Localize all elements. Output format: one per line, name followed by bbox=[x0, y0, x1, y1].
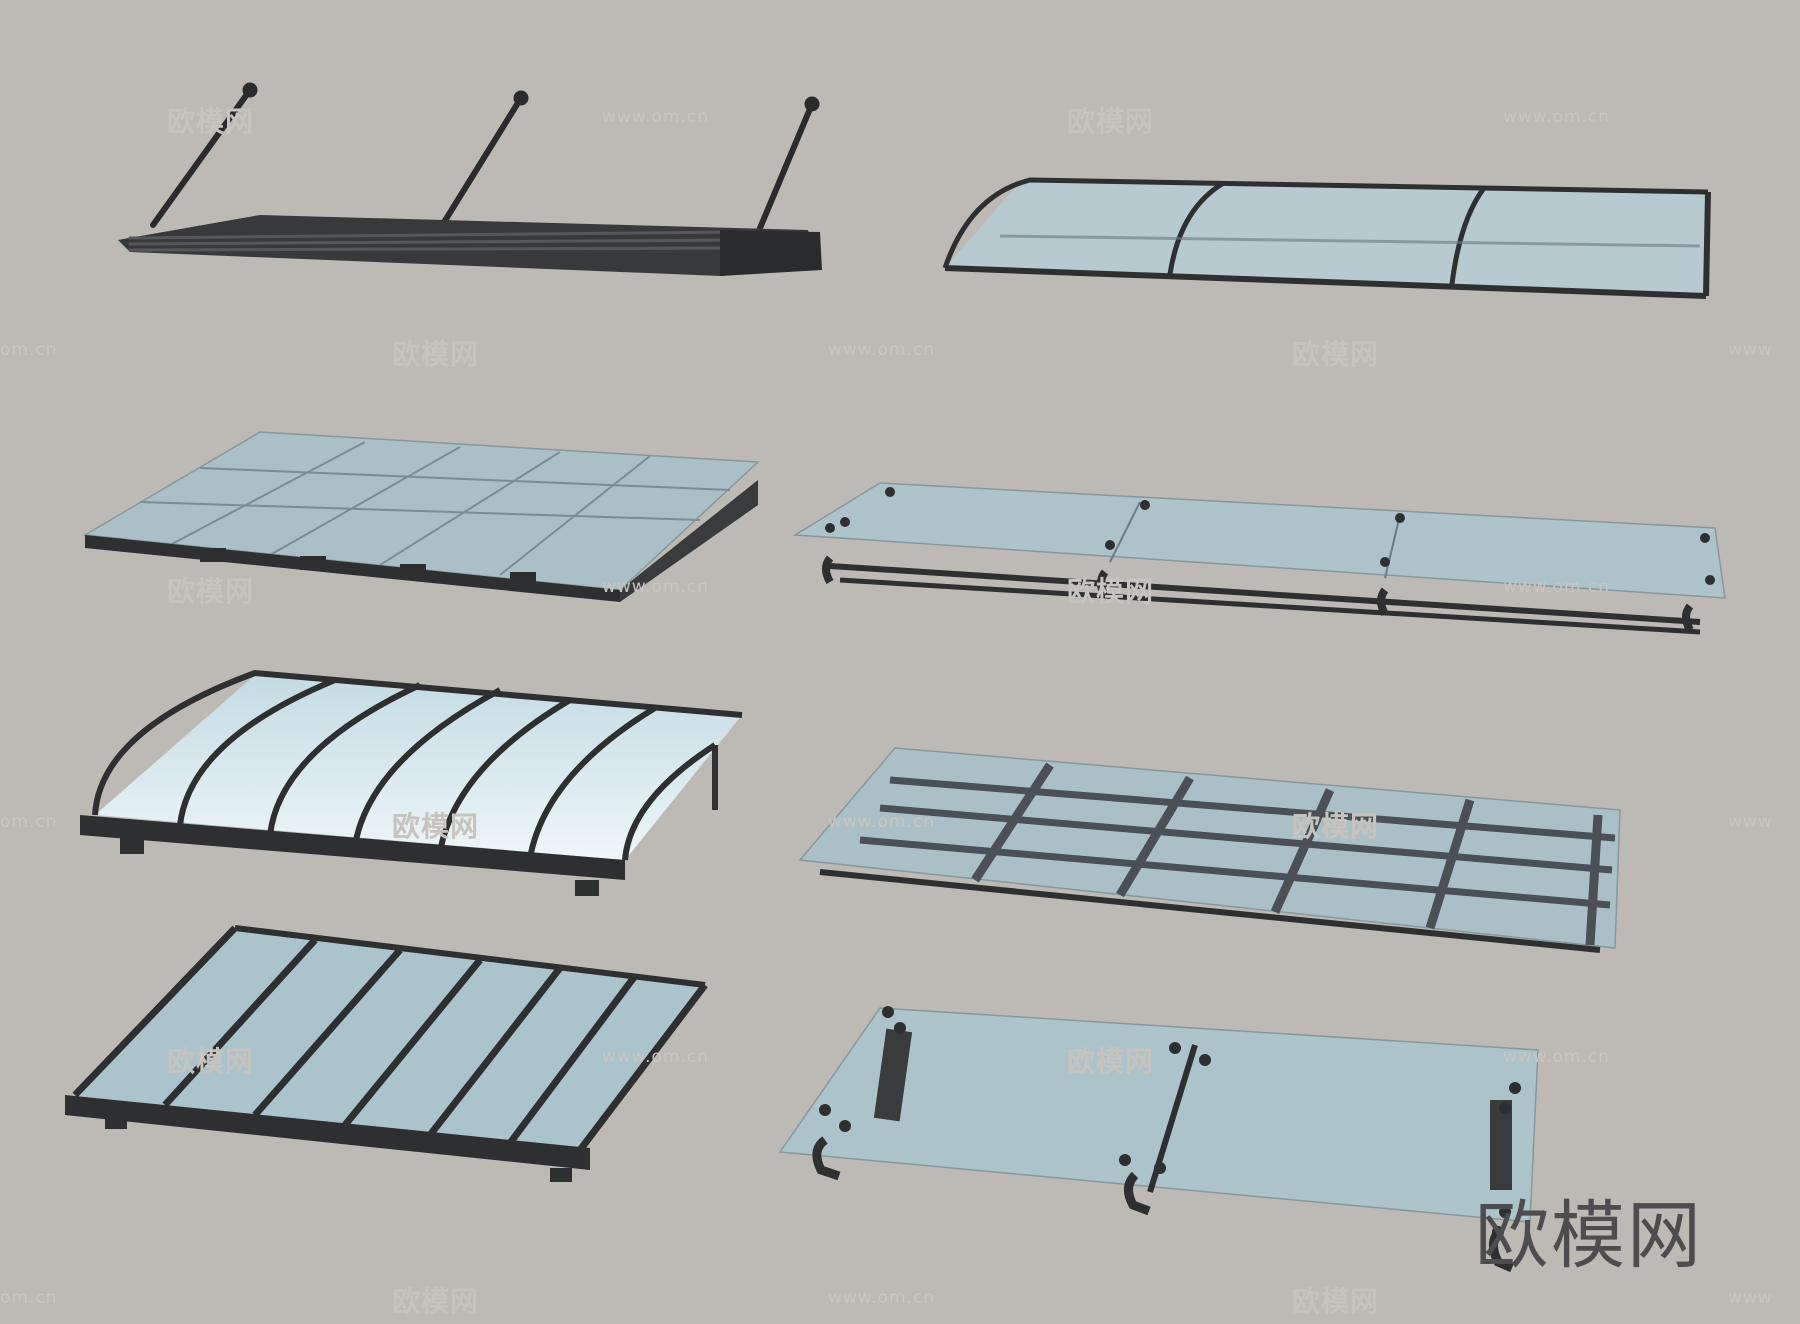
canopy-point-fixed bbox=[792, 482, 1726, 635]
watermark-brand: 欧模网 bbox=[392, 810, 480, 843]
watermark-url-edge: www bbox=[1728, 1288, 1773, 1308]
watermark-brand: 欧模网 bbox=[167, 105, 255, 138]
watermark-url-edge: om.cn bbox=[0, 812, 58, 832]
canopy-large-point-fixed bbox=[778, 1006, 1539, 1273]
watermark-brand: 欧模网 bbox=[167, 1045, 255, 1078]
watermark-brand: 欧模网 bbox=[392, 1285, 480, 1318]
watermark-brand: 欧模网 bbox=[1067, 105, 1155, 138]
watermark-brand: 欧模网 bbox=[1292, 1285, 1380, 1318]
canopy-flat-ribbed bbox=[65, 925, 708, 1182]
watermark-url: www.om.cn bbox=[602, 1047, 710, 1067]
watermark-brand: 欧模网 bbox=[1067, 1045, 1155, 1078]
watermark-url: www.om.cn bbox=[602, 107, 710, 127]
canopy-grid-glass bbox=[82, 431, 760, 602]
watermark-url-edge: om.cn bbox=[0, 340, 58, 360]
watermark-url-edge: www bbox=[1728, 812, 1773, 832]
watermark-url-edge: om.cn bbox=[0, 1288, 58, 1308]
watermark-brand: 欧模网 bbox=[1292, 810, 1380, 843]
canopy-curved-long bbox=[942, 177, 1711, 299]
canopy-arched-ribs bbox=[80, 669, 743, 896]
watermark-url: www.om.cn bbox=[1503, 577, 1611, 597]
watermark-url: www.om.cn bbox=[1503, 1047, 1611, 1067]
watermark-url: www.om.cn bbox=[828, 812, 936, 832]
canopy-flat-grid bbox=[798, 747, 1621, 953]
watermark-brand: 欧模网 bbox=[1292, 338, 1380, 371]
canopy-rod-suspended bbox=[118, 82, 822, 276]
watermark-brand: 欧模网 bbox=[167, 575, 255, 608]
watermark-url: www.om.cn bbox=[602, 577, 710, 597]
watermark-url: www.om.cn bbox=[1503, 107, 1611, 127]
brand-logo-text: 欧模网 bbox=[1475, 1193, 1703, 1279]
watermark-url: www.om.cn bbox=[828, 1288, 936, 1308]
watermark-url: www.om.cn bbox=[828, 340, 936, 360]
watermark-url-edge: www bbox=[1728, 340, 1773, 360]
watermark-brand: 欧模网 bbox=[392, 338, 480, 371]
watermark-brand: 欧模网 bbox=[1067, 575, 1155, 608]
